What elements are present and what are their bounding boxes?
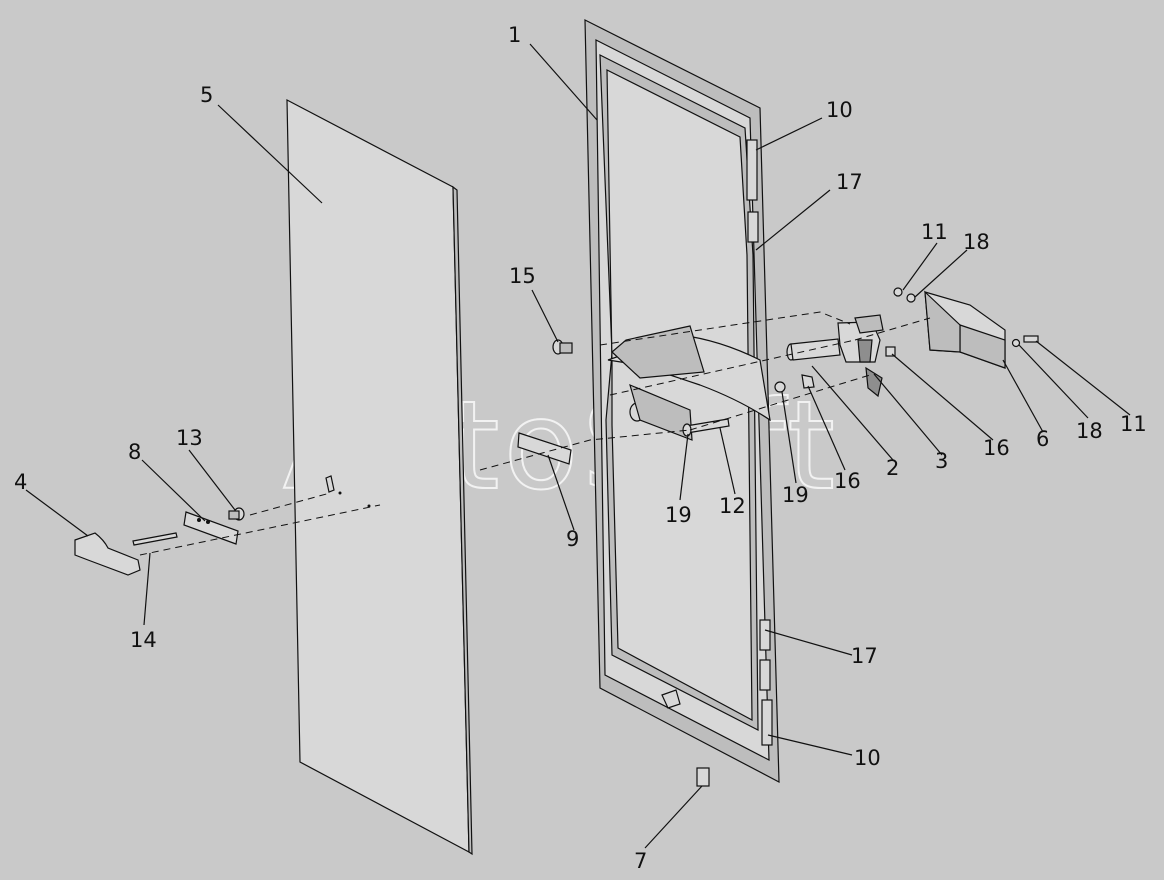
latch-housing [924, 290, 1006, 369]
label-7: 7 [634, 849, 647, 873]
label-16-mid: 16 [834, 469, 861, 493]
label-4: 4 [14, 470, 27, 494]
label-19-left: 19 [665, 503, 692, 527]
label-1: 1 [508, 23, 521, 47]
glass-panel [286, 98, 473, 856]
label-9: 9 [566, 527, 579, 551]
label-18-top: 18 [963, 230, 990, 254]
inner-handle [786, 338, 841, 361]
leader-lines [25, 43, 1131, 849]
label-6: 6 [1036, 427, 1049, 451]
label-18-right: 18 [1076, 419, 1103, 443]
label-11-right: 11 [1120, 412, 1147, 436]
label-19-right: 19 [782, 483, 809, 507]
label-3: 3 [935, 449, 948, 473]
label-17-top: 17 [836, 170, 863, 194]
label-14: 14 [130, 628, 157, 652]
fasteners [74, 287, 1039, 787]
label-17-bottom: 17 [851, 644, 878, 668]
label-5: 5 [200, 83, 213, 107]
assembly-lines [139, 311, 931, 556]
label-10-bottom: 10 [854, 746, 881, 770]
latch-mechanism [837, 314, 884, 398]
door-frame [584, 19, 780, 784]
label-2: 2 [886, 456, 899, 480]
label-12: 12 [719, 494, 746, 518]
label-10-top: 10 [826, 98, 853, 122]
callout-labels: 1 5 10 17 11 18 15 2 3 16 6 18 11 16 19 … [14, 23, 1147, 873]
label-16-right: 16 [983, 436, 1010, 460]
label-11-top: 11 [921, 220, 948, 244]
label-13: 13 [176, 426, 203, 450]
label-8: 8 [128, 440, 141, 464]
label-15: 15 [509, 264, 536, 288]
